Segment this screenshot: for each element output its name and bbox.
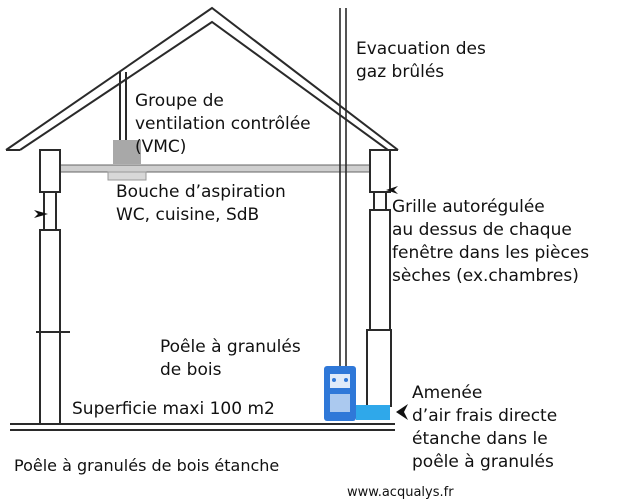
vmc-unit-label: Groupe de ventilation contrôlée (VMC) xyxy=(135,91,311,157)
flue-pipe xyxy=(339,8,347,366)
stove-window xyxy=(330,374,350,388)
pellet-stove-icon xyxy=(324,366,356,421)
vmc-box xyxy=(113,140,141,164)
roof-inner-line xyxy=(19,20,389,151)
stove-dot xyxy=(344,378,348,382)
ceiling xyxy=(59,164,379,173)
flue-label: Evacuation des gaz brûlés xyxy=(356,39,486,82)
diagram-caption: Poêle à granulés de bois étanche xyxy=(14,456,280,475)
floor-area-label: Superficie maxi 100 m2 xyxy=(72,399,275,419)
extract-vent-label: Bouche d’aspiration WC, cuisine, SdB xyxy=(116,182,286,225)
roof-outer-line xyxy=(5,6,399,151)
left-wall-lower xyxy=(39,229,61,425)
window-grille-label: Grille autorégulée au dessus de chaque f… xyxy=(392,197,590,286)
air-intake-label: Amenée d’air frais directe étanche dans … xyxy=(412,383,558,472)
left-wall-upper xyxy=(39,149,61,193)
stove-label: Poêle à granulés de bois xyxy=(160,337,301,380)
floor xyxy=(10,423,395,431)
vmc-unit xyxy=(107,72,147,181)
left-wall xyxy=(36,149,70,425)
black-arrow-icon xyxy=(396,404,408,420)
black-arrow-icon xyxy=(386,186,398,194)
ceiling-slab xyxy=(59,164,379,173)
extract-vent-grille xyxy=(107,171,147,181)
air-duct xyxy=(356,405,390,420)
website-credit: www.acqualys.fr xyxy=(347,485,454,500)
right-wall-middle xyxy=(369,209,391,331)
right-wall xyxy=(366,149,392,407)
stove-door xyxy=(330,394,350,412)
black-arrow-icon xyxy=(34,210,48,218)
right-wall-lower xyxy=(366,329,392,407)
fresh-air-duct xyxy=(356,404,408,420)
stove-dot xyxy=(332,378,336,382)
right-window-frame xyxy=(373,191,387,211)
